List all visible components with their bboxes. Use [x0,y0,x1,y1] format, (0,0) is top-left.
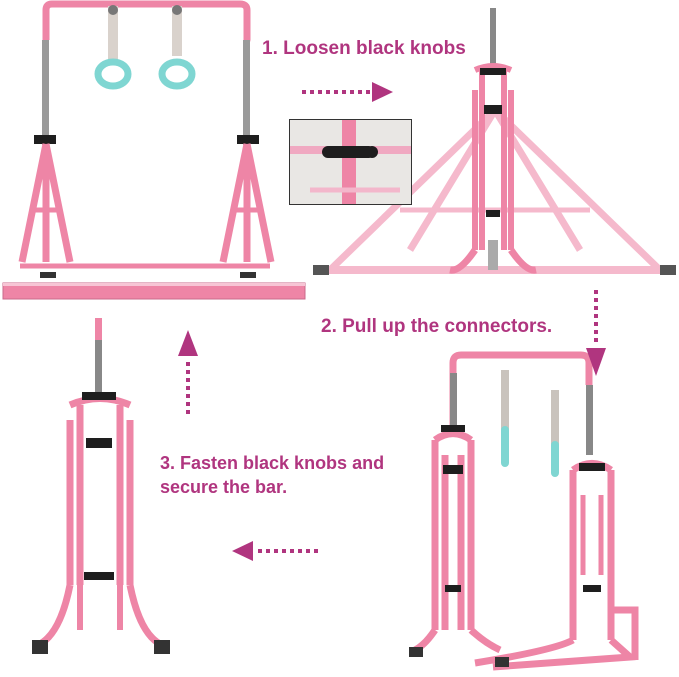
panel-unfolding-frame [313,8,676,275]
step-3-label: 3. Fasten black knobs and secure the bar… [160,451,410,500]
panel-assembled-frame [409,351,639,671]
step-3-line-2: secure the bar. [160,477,288,498]
arrow-up-icon [178,330,198,414]
step-3-line-1: 3. Fasten black knobs and [160,453,385,473]
panel-folded-frame [32,318,170,654]
panel-full-bar-with-rings [2,0,306,300]
step-2-label: 2. Pull up the connectors. [321,316,553,337]
step-1-label: 1. Loosen black knobs [262,38,466,59]
arrow-left-icon [232,541,318,561]
arrow-right-icon [302,82,393,102]
arrow-down-icon [586,290,606,376]
connector-closeup-inset [289,119,412,205]
